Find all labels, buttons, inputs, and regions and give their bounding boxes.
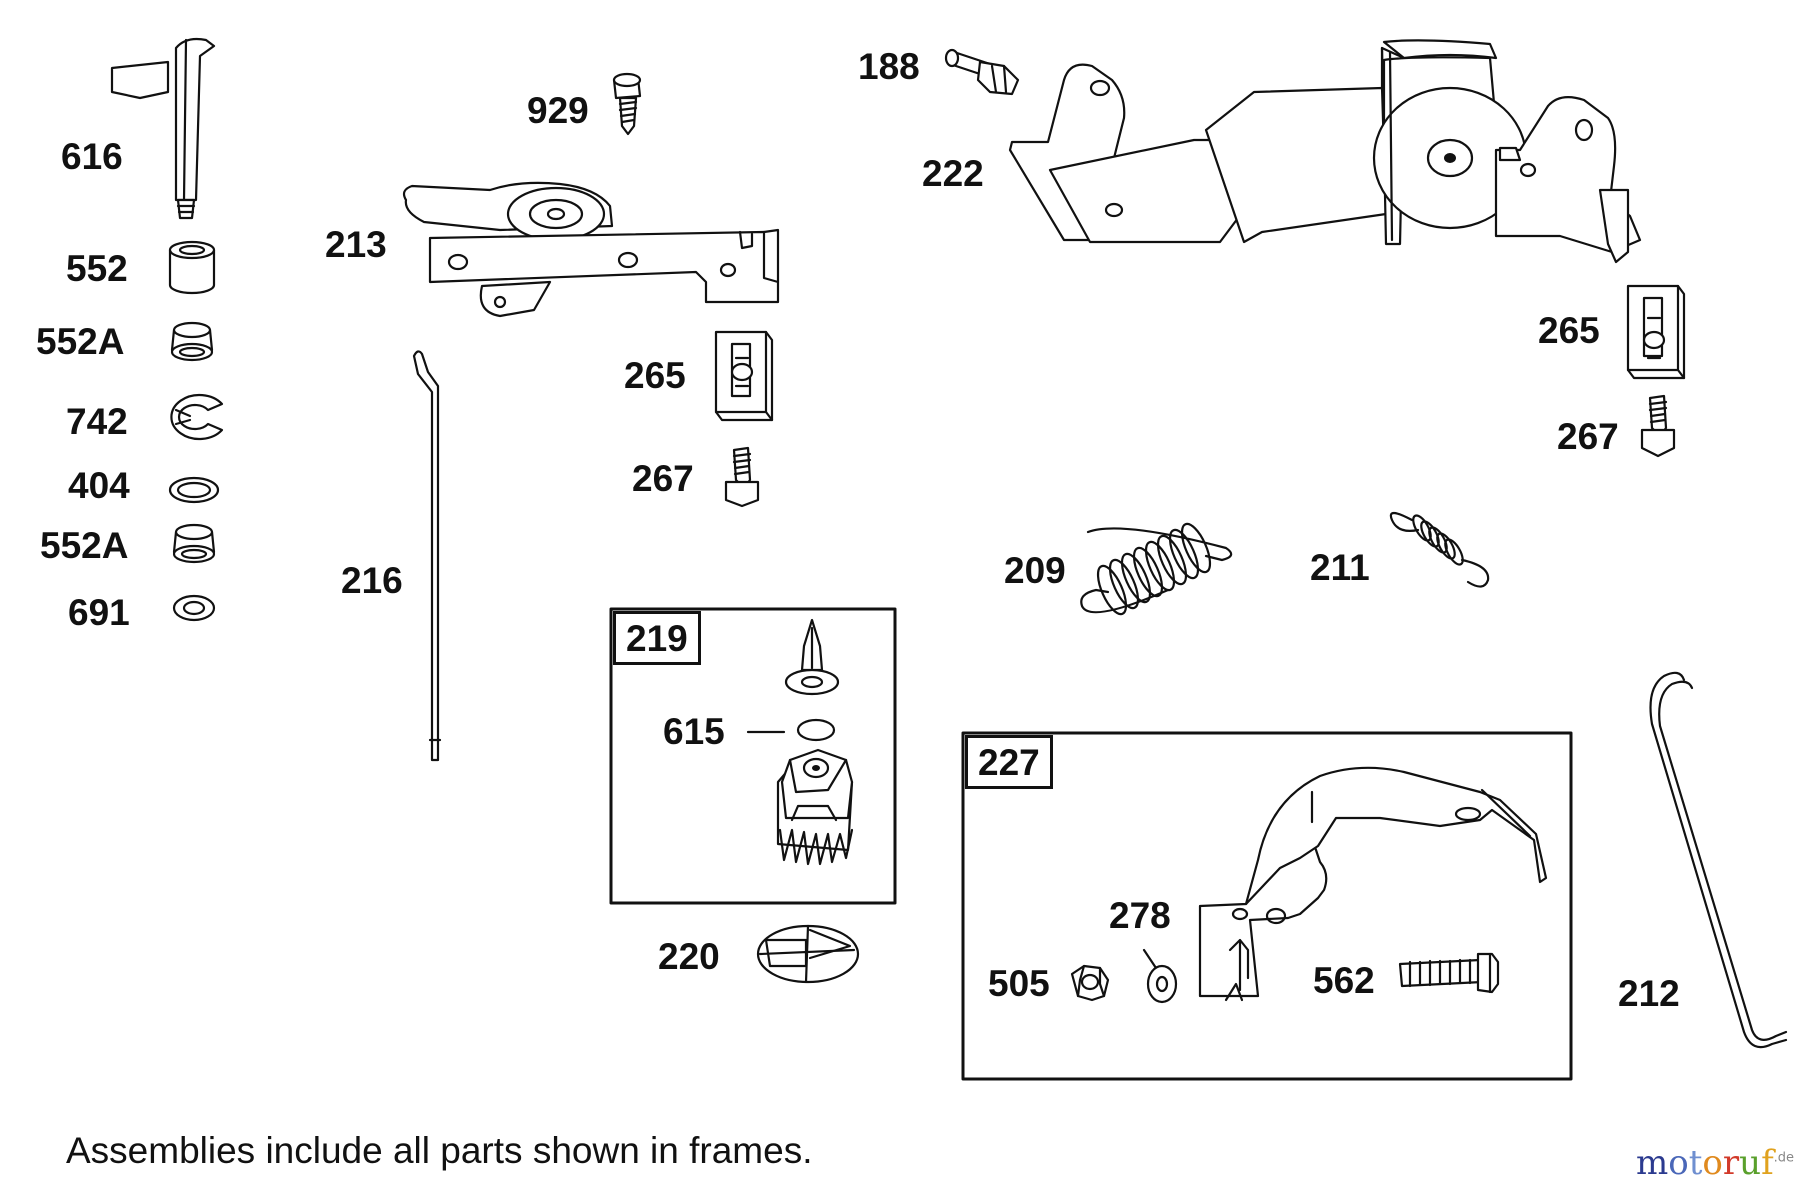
label-404: 404	[68, 465, 130, 506]
label-562: 562	[1313, 960, 1375, 1001]
part-213-control-bracket	[402, 181, 780, 318]
part-212-link-rod	[1649, 671, 1788, 1049]
frame-tag-219: 219	[613, 611, 701, 665]
label-552a-top: 552A	[36, 321, 125, 362]
label-267-left: 267	[632, 458, 694, 499]
label-552a-bottom: 552A	[40, 525, 129, 566]
frames-caption: Assemblies include all parts shown in fr…	[66, 1130, 813, 1171]
part-265-clip-right	[1626, 284, 1686, 380]
part-267-screw-left	[724, 446, 760, 508]
watermark-letter: u	[1739, 1143, 1762, 1183]
label-209: 209	[1004, 550, 1066, 591]
part-505-nut	[1070, 964, 1110, 1002]
part-209-spring	[1080, 522, 1233, 616]
part-404-washer	[168, 476, 220, 504]
watermark-letters: motoruf	[1636, 1143, 1774, 1183]
label-188: 188	[858, 46, 920, 87]
part-552a-bushing-top	[170, 321, 214, 362]
watermark-letter: t	[1688, 1143, 1703, 1183]
part-552a-bushing-bottom	[172, 523, 216, 564]
part-216-link-rod	[412, 350, 442, 762]
part-691-washer	[172, 594, 216, 622]
part-616-governor-shaft	[110, 37, 216, 220]
label-691: 691	[68, 592, 130, 633]
label-222: 222	[922, 153, 984, 194]
label-267-right: 267	[1557, 416, 1619, 457]
label-616: 616	[61, 136, 123, 177]
part-615-o-ring	[746, 718, 836, 742]
part-211-spring	[1389, 511, 1490, 588]
label-742: 742	[66, 401, 128, 442]
part-552-bushing	[168, 240, 216, 295]
label-212: 212	[1618, 973, 1680, 1014]
part-220-thrust-washer	[756, 924, 860, 984]
part-562-screw	[1398, 952, 1500, 994]
part-265-clip-left	[714, 330, 774, 422]
label-265-left: 265	[624, 355, 686, 396]
part-929-screw	[612, 72, 642, 136]
watermark-suffix: .de	[1773, 1150, 1795, 1166]
watermark-logo: motoruf.de	[1636, 1143, 1794, 1183]
label-216: 216	[341, 560, 403, 601]
part-742-e-clip	[170, 393, 224, 441]
part-222-governor-bracket	[1008, 39, 1642, 264]
part-188-bolt	[944, 48, 1020, 96]
watermark-letter: o	[1668, 1143, 1689, 1183]
label-278: 278	[1109, 895, 1171, 936]
label-615: 615	[663, 711, 725, 752]
watermark-letter: o	[1702, 1143, 1723, 1183]
label-265-right: 265	[1538, 310, 1600, 351]
label-929: 929	[527, 90, 589, 131]
label-211: 211	[1310, 547, 1370, 588]
label-505: 505	[988, 963, 1050, 1004]
watermark-letter: f	[1761, 1143, 1774, 1183]
frame-tag-227: 227	[965, 735, 1053, 789]
part-219-governor-gear-assembly	[776, 618, 854, 866]
part-227-control-bracket-assembly	[1198, 766, 1548, 1002]
label-552: 552	[66, 248, 128, 289]
watermark-letter: m	[1636, 1143, 1669, 1183]
label-220: 220	[658, 936, 720, 977]
watermark-letter: r	[1722, 1143, 1740, 1183]
label-213: 213	[325, 224, 387, 265]
part-267-screw-right	[1640, 394, 1676, 458]
part-278-washer	[1142, 948, 1178, 1004]
